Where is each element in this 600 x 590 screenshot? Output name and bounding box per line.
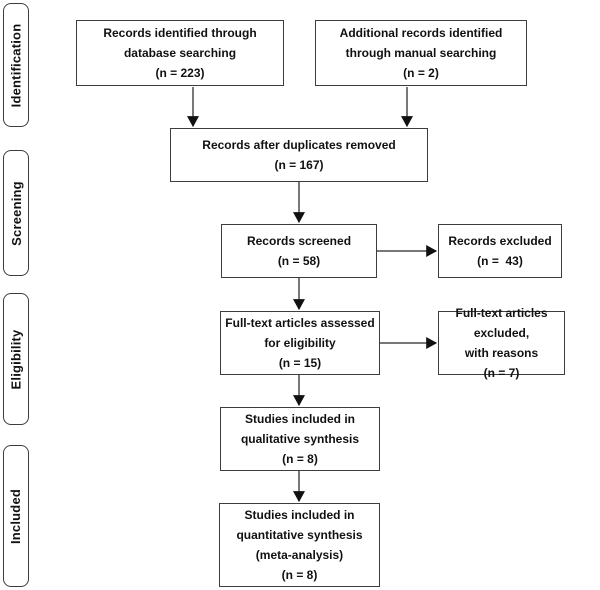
box-records-database-searching: Records identified through database sear…	[76, 20, 284, 86]
stage-label-text: Eligibility	[8, 329, 24, 389]
box-duplicates-removed: Records after duplicates removed (n = 16…	[170, 128, 428, 182]
stage-label-identification: Identification	[3, 3, 29, 127]
box-qualitative-synthesis: Studies included in qualitative synthesi…	[220, 407, 380, 471]
box-text: Full-text articles excluded, with reason…	[455, 306, 548, 380]
box-records-manual-searching: Additional records identified through ma…	[315, 20, 527, 86]
box-text: Studies included in quantitative synthes…	[236, 508, 363, 582]
box-fulltext-assessed: Full-text articles assessed for eligibil…	[220, 311, 380, 375]
stage-label-eligibility: Eligibility	[3, 293, 29, 425]
box-text: Additional records identified through ma…	[339, 26, 503, 80]
stage-label-text: Screening	[8, 180, 24, 246]
box-records-excluded: Records excluded (n = 43)	[438, 224, 562, 278]
box-text: Records identified through database sear…	[103, 26, 257, 80]
box-text: Records after duplicates removed (n = 16…	[202, 138, 396, 172]
stage-label-screening: Screening	[3, 150, 29, 276]
box-text: Full-text articles assessed for eligibil…	[225, 316, 375, 370]
box-text: Records screened (n = 58)	[246, 234, 352, 268]
box-records-screened: Records screened (n = 58)	[221, 224, 377, 278]
box-text: Records excluded (n = 43)	[448, 234, 552, 268]
box-quantitative-synthesis: Studies included in quantitative synthes…	[219, 503, 380, 587]
stage-label-text: Identification	[8, 23, 24, 107]
stage-label-included: Included	[3, 445, 29, 587]
box-text: Studies included in qualitative synthesi…	[240, 412, 360, 466]
stage-label-text: Included	[8, 488, 24, 544]
box-fulltext-excluded: Full-text articles excluded, with reason…	[438, 306, 565, 380]
